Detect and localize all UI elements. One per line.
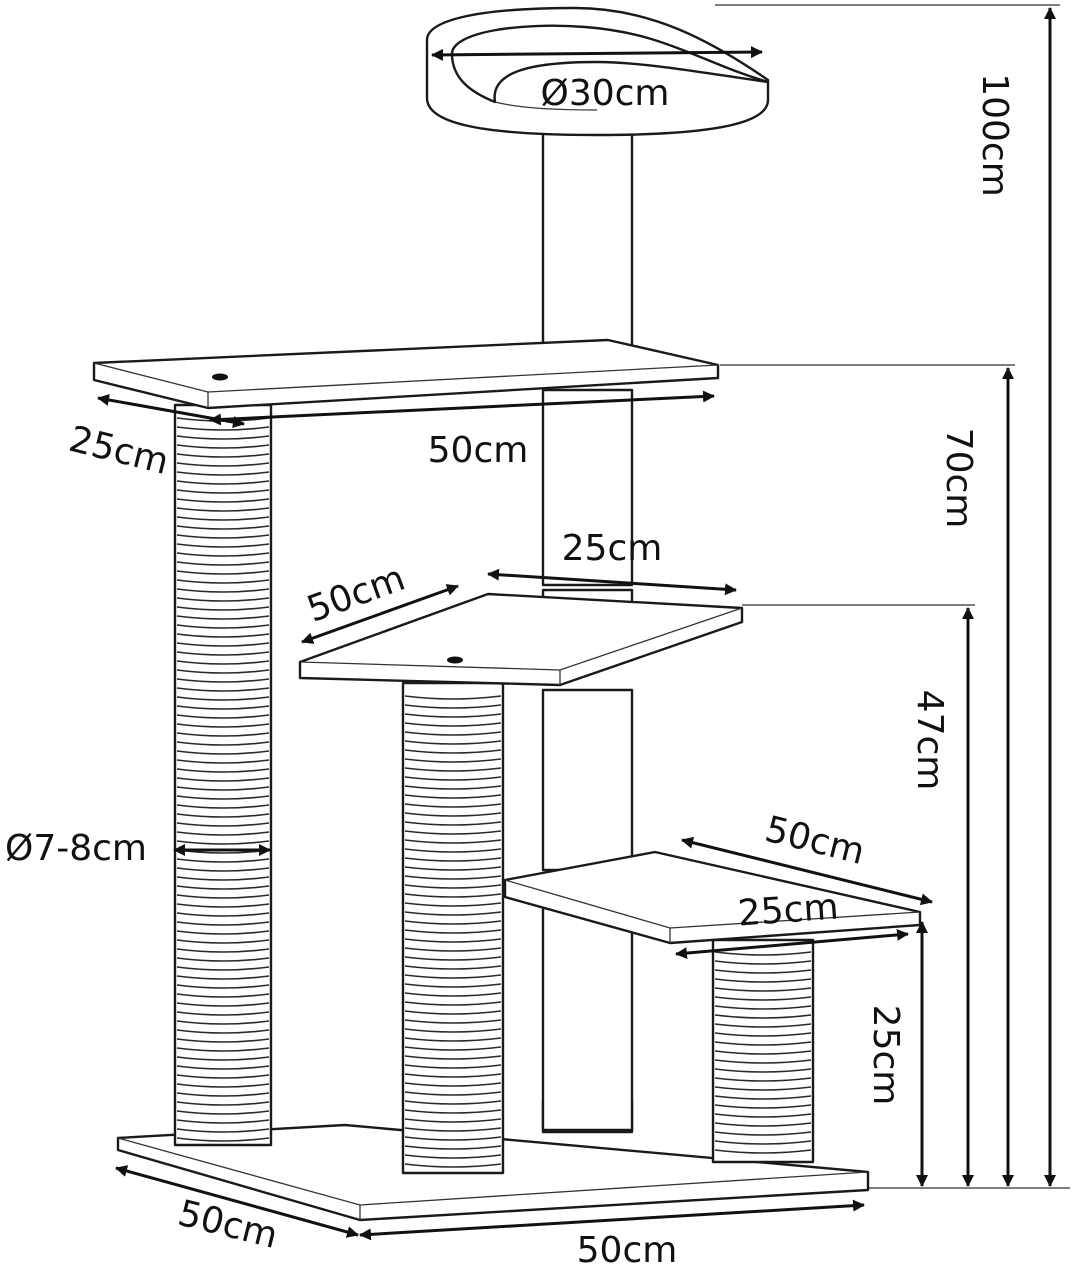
middle-platform-depth-label: 25cm — [562, 528, 663, 569]
top-platform-height-label: 70cm — [938, 428, 979, 529]
base-length-label: 50cm — [577, 1230, 678, 1271]
left-sisal-post — [173, 403, 273, 1147]
middle-platform — [298, 592, 744, 687]
low-platform-depth-label: 25cm — [737, 887, 840, 935]
bed-diameter-arrow — [431, 46, 763, 61]
low-depth-arrow — [675, 928, 909, 960]
top-platform-depth-label: 25cm — [65, 419, 173, 483]
middle-depth-arrow — [487, 568, 737, 596]
screw-hole-icon — [212, 373, 228, 381]
top-bed — [425, 6, 770, 137]
top-platform-length-label: 50cm — [428, 430, 529, 471]
base-depth-arrow — [115, 1165, 359, 1238]
dimension-labels: Ø30cm 100cm 70cm 50cm 25cm 25cm 50cm 47c… — [5, 73, 1015, 1271]
post-diameter-label: Ø7-8cm — [5, 828, 147, 869]
screw-hole-icon — [447, 656, 463, 664]
middle-sisal-post — [401, 681, 505, 1175]
bed-diameter-label: Ø30cm — [540, 73, 669, 114]
dimension-arrows — [97, 6, 1056, 1241]
low-platform-height-label: 25cm — [865, 1005, 906, 1106]
base-length-arrow — [359, 1199, 865, 1241]
top-length-arrow — [209, 390, 715, 426]
right-sisal-post — [711, 938, 815, 1164]
middle-length-arrow — [301, 584, 459, 644]
extension-lines — [715, 4, 1070, 1189]
total-height-label: 100cm — [974, 73, 1015, 197]
low-length-arrow — [681, 836, 933, 906]
base-depth-label: 50cm — [174, 1193, 282, 1257]
middle-platform-height-label: 47cm — [909, 690, 950, 791]
middle-platform-length-label: 50cm — [302, 558, 411, 631]
